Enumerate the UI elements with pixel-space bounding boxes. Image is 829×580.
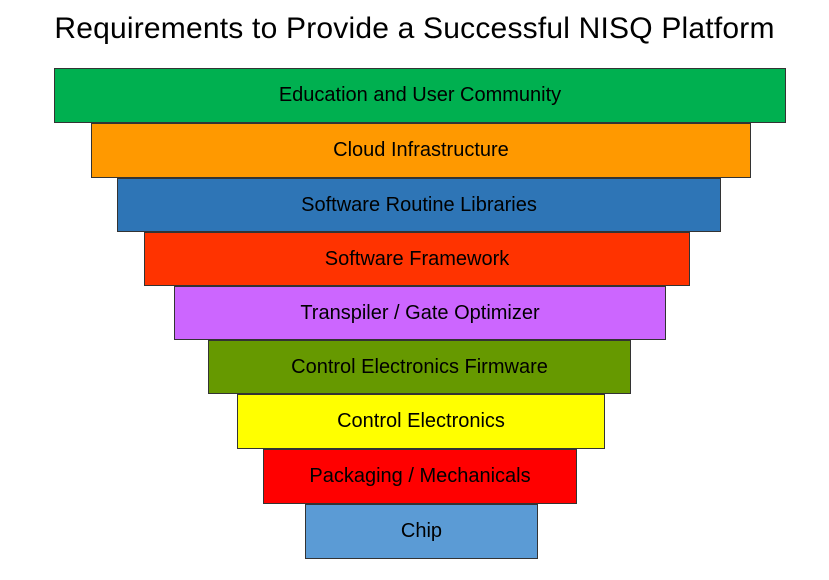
layer-label: Control Electronics Firmware (291, 355, 548, 378)
layer-cloud-infrastructure: Cloud Infrastructure (91, 123, 751, 178)
layer-packaging-mechanicals: Packaging / Mechanicals (263, 449, 577, 504)
layer-label: Control Electronics (337, 410, 505, 432)
layer-control-electronics-firmware: Control Electronics Firmware (208, 340, 631, 394)
layer-education-user-community: Education and User Community (54, 68, 786, 123)
layer-software-framework: Software Framework (144, 232, 690, 286)
layer-software-routine-libraries: Software Routine Libraries (117, 178, 721, 232)
layer-label: Chip (400, 520, 443, 542)
layer-label: Transpiler / Gate Optimizer (300, 301, 540, 324)
layer-label: Cloud Infrastructure (333, 139, 509, 161)
layer-label: Software Framework (324, 247, 510, 270)
layer-transpiler-gate-optimizer: Transpiler / Gate Optimizer (174, 286, 666, 340)
layer-label: Education and User Community (278, 84, 562, 106)
diagram-title: Requirements to Provide a Successful NIS… (54, 12, 775, 45)
layer-control-electronics: Control Electronics (237, 394, 605, 449)
layer-label: Software Routine Libraries (301, 193, 537, 216)
layer-label: Packaging / Mechanicals (309, 465, 531, 487)
layer-chip: Chip (305, 504, 538, 559)
